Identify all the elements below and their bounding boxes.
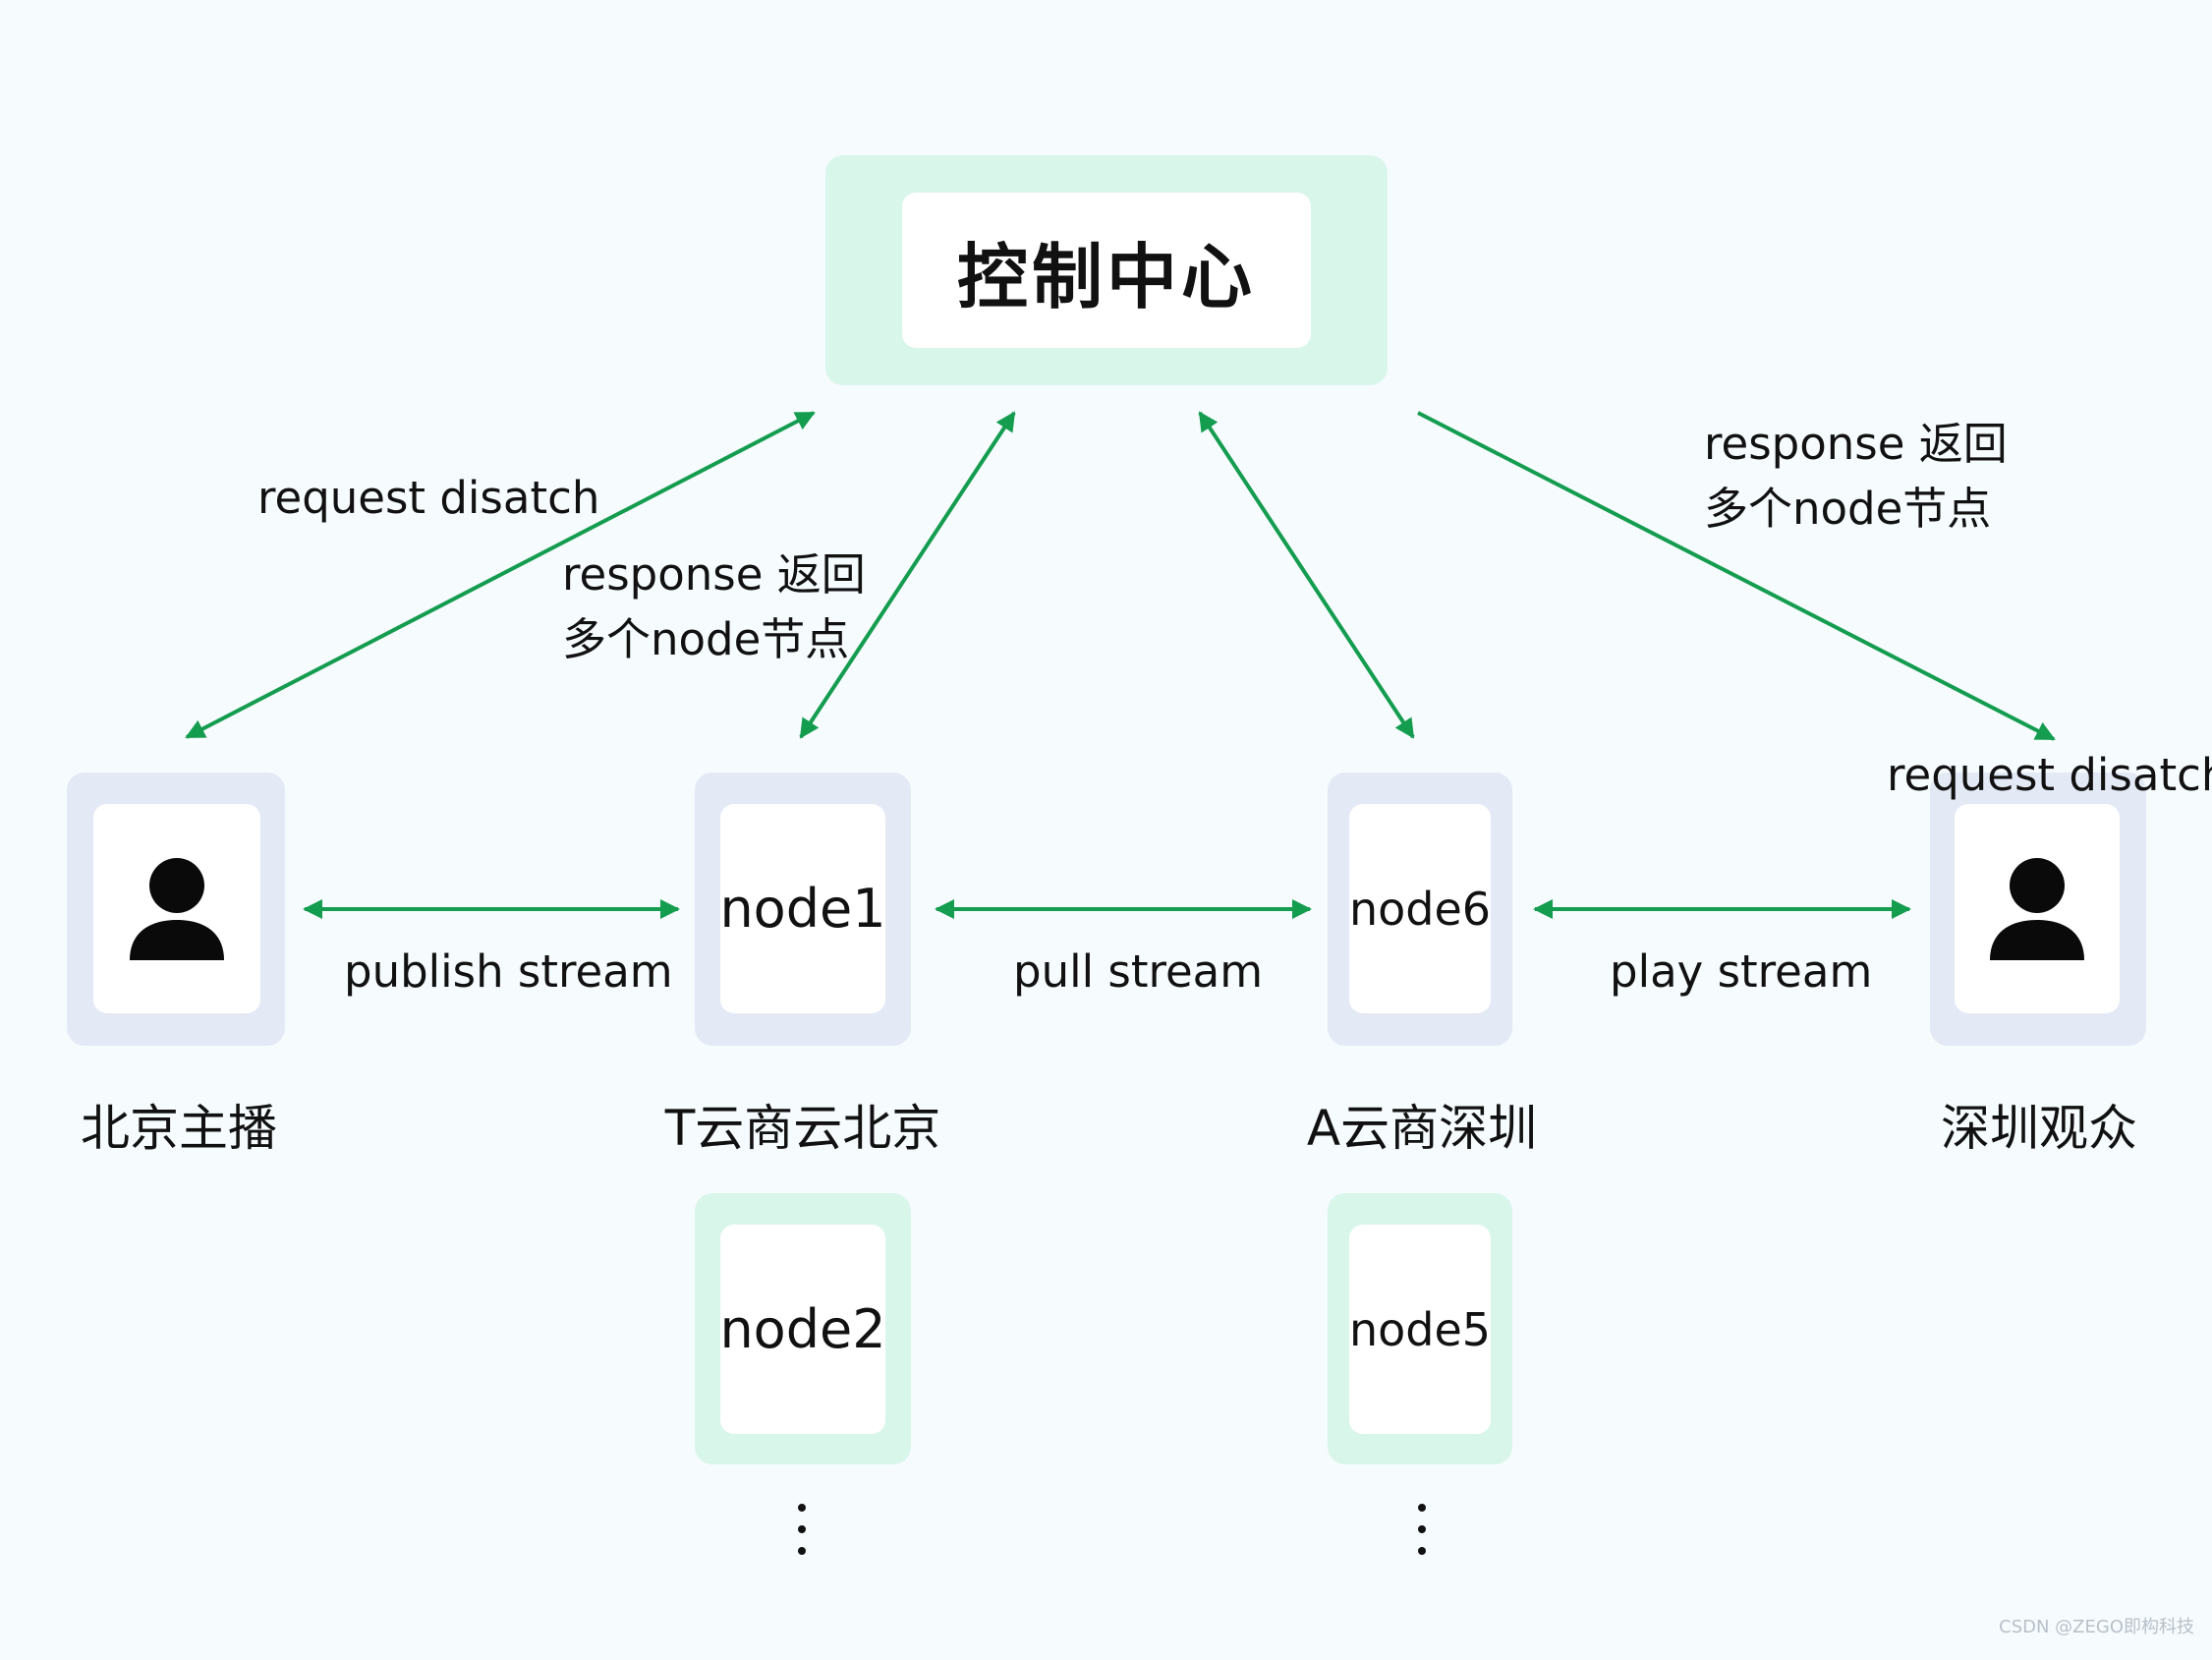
right-response-label-line2: 多个node节点	[1704, 483, 1992, 535]
watermark: CSDN @ZEGO即构科技	[1999, 1617, 2194, 1637]
right-response-label-line1: response 返回	[1704, 418, 2008, 470]
t-cloud-caption: T云商云北京	[664, 1100, 941, 1157]
left-request-label: request disatch	[257, 472, 600, 524]
person-icon	[130, 857, 224, 960]
edge-node1-control	[799, 411, 1016, 739]
node6-label: node6	[1348, 882, 1492, 936]
publish-stream-label: publish stream	[344, 945, 673, 998]
control-center-label: 控制中心	[956, 235, 1256, 318]
node1-label: node1	[719, 878, 886, 940]
edge-node6-control	[1198, 411, 1415, 739]
right-request-label: request disatch	[1887, 749, 2212, 801]
node2-label: node2	[719, 1298, 886, 1360]
edge-control-viewer	[1417, 411, 2056, 741]
vertical-ellipsis-icon	[798, 1504, 808, 1563]
vertical-ellipsis-icon	[1418, 1504, 1428, 1563]
viewer-box	[1955, 804, 2120, 1013]
publisher-box	[93, 804, 260, 1013]
left-response-label-line1: response 返回	[562, 548, 866, 601]
node6-box: node6	[1349, 804, 1491, 1013]
node5-label: node5	[1348, 1302, 1492, 1356]
node2-box: node2	[719, 1225, 886, 1434]
control-center-box: 控制中心	[902, 193, 1311, 348]
edge-publisher-control	[185, 411, 816, 739]
person-icon	[1990, 857, 2084, 960]
viewer-caption: 深圳观众	[1941, 1100, 2137, 1157]
pull-stream-label: pull stream	[1013, 945, 1264, 998]
a-cloud-caption: A云商深圳	[1306, 1100, 1538, 1157]
node1-box: node1	[719, 804, 886, 1013]
node5-box: node5	[1349, 1225, 1491, 1434]
publisher-caption: 北京主播	[81, 1100, 277, 1157]
play-stream-label: play stream	[1610, 945, 1873, 998]
left-response-label-line2: 多个node节点	[562, 613, 850, 665]
